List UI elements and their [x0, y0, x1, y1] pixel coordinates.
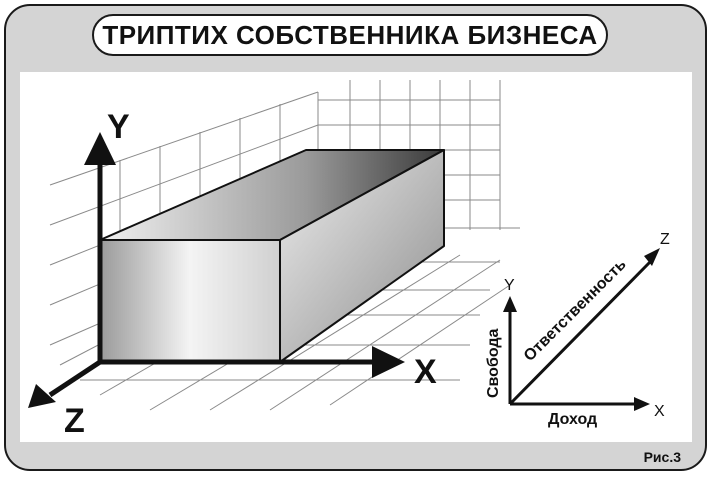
mini-y-caption: Свобода	[485, 328, 502, 398]
business-block	[99, 149, 445, 363]
main-y-arrowhead	[84, 132, 116, 165]
diagram-title: ТРИПТИХ СОБСТВЕННИКА БИЗНЕСА	[92, 14, 608, 56]
main-x-arrowhead	[372, 346, 405, 378]
main-z-label: Z	[64, 402, 85, 440]
mini-x-arrowhead	[634, 397, 650, 411]
figure-label: Рис.3	[643, 449, 681, 465]
mini-z-axis	[508, 260, 652, 406]
main-axes	[28, 132, 405, 408]
main-x-label: X	[414, 353, 437, 391]
main-y-label: Y	[107, 108, 130, 146]
mini-x-label: X	[654, 403, 665, 420]
mini-y-arrowhead	[503, 296, 517, 312]
mini-z-arrowhead	[644, 248, 660, 266]
mini-z-label: Z	[660, 231, 670, 248]
mini-z-caption: Ответственность	[521, 256, 630, 365]
mini-x-caption: Доход	[548, 411, 597, 428]
block-front-face	[99, 239, 281, 363]
main-z-arrowhead	[28, 384, 56, 408]
mini-axes	[503, 248, 660, 411]
mini-y-label: Y	[504, 277, 515, 294]
main-z-axis	[48, 359, 102, 398]
